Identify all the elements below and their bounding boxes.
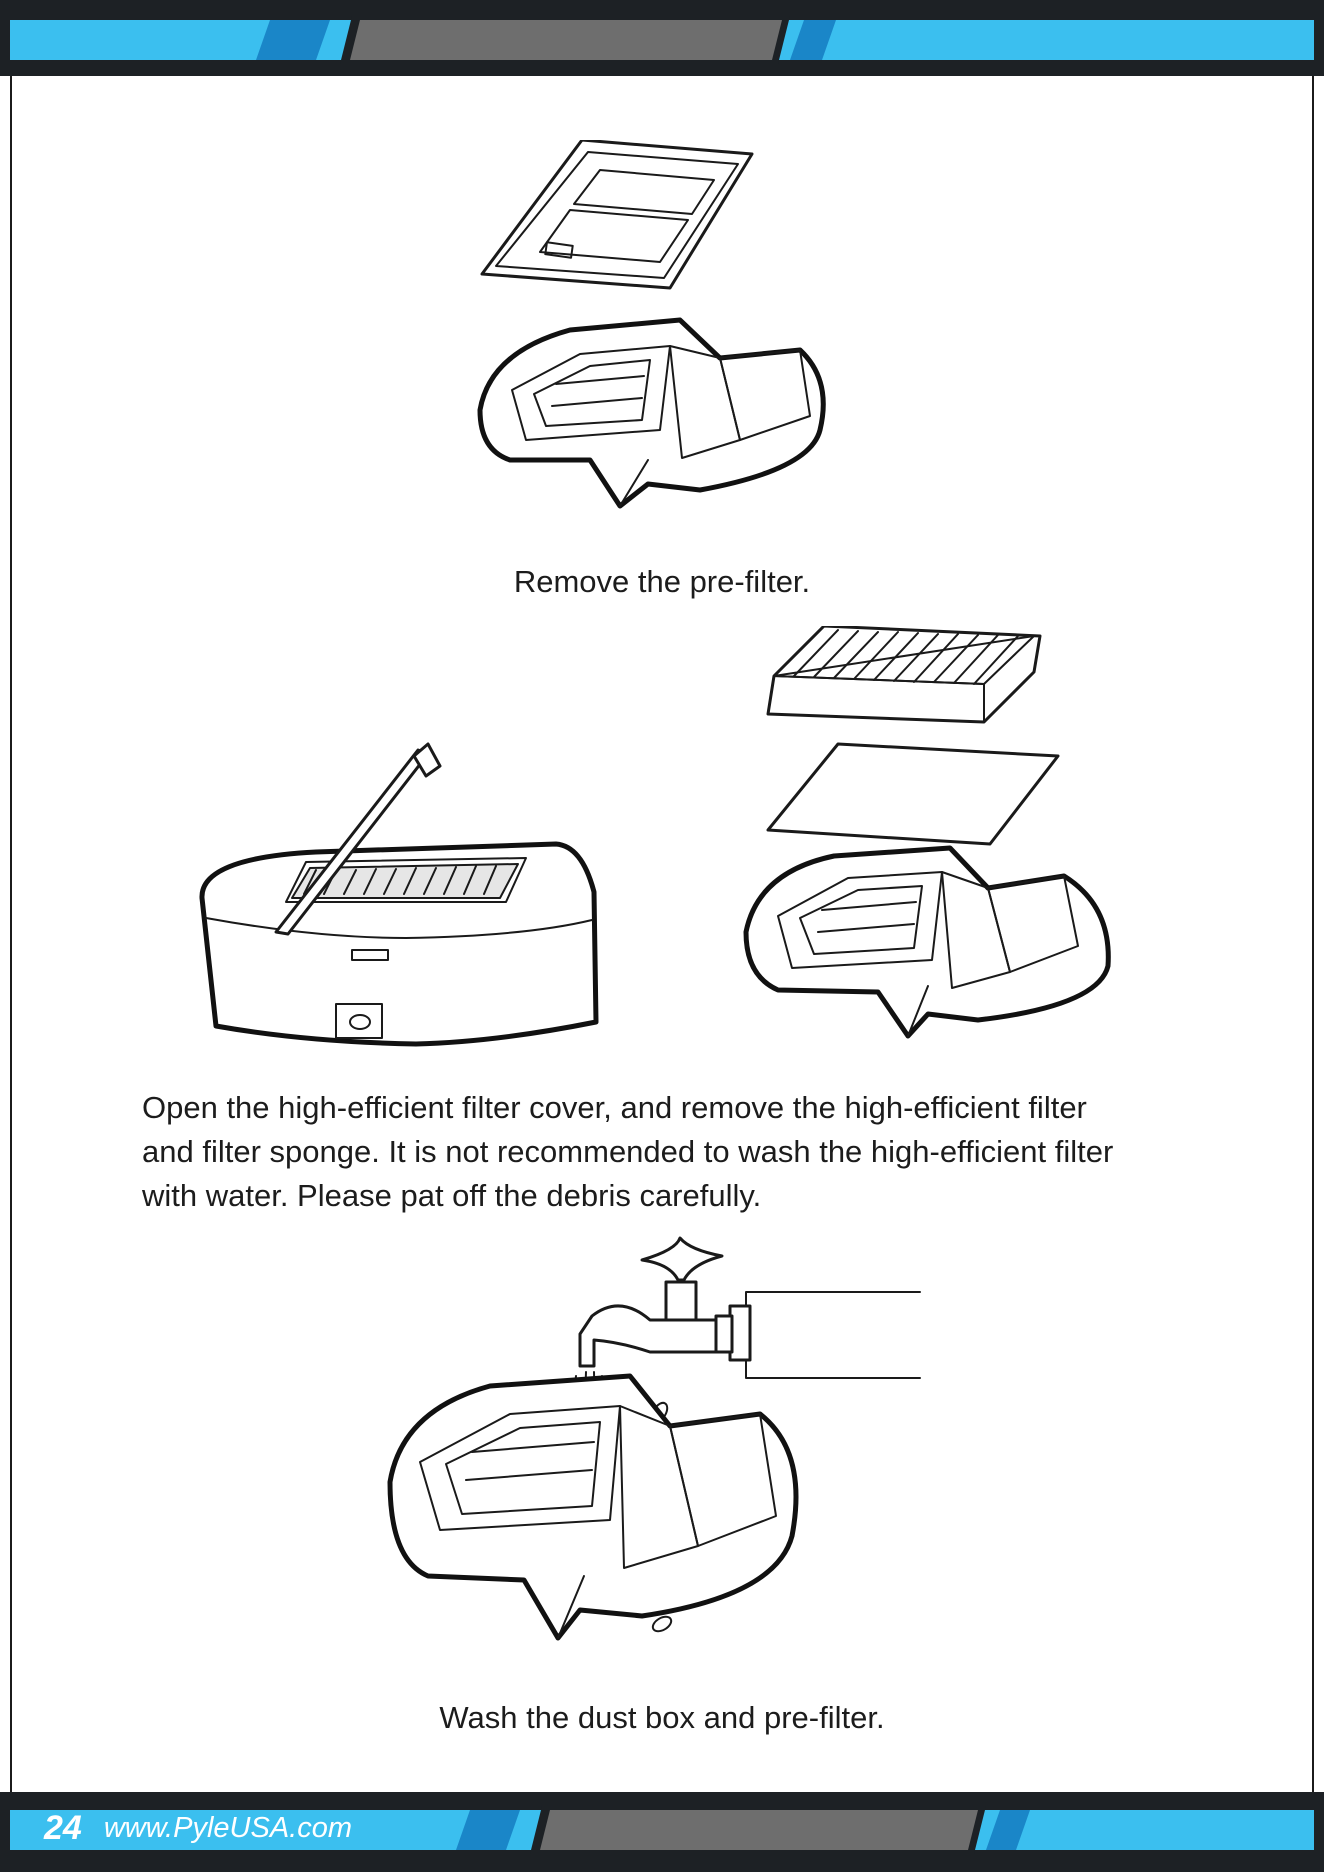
page-number: 24 (44, 1809, 82, 1848)
instruction-paragraph: Open the high-efficient filter cover, an… (142, 1086, 1222, 1218)
faucet-icon (580, 1238, 920, 1378)
instruction-line: with water. Please pat off the debris ca… (142, 1174, 1222, 1218)
hepa-filter-icon (768, 626, 1040, 722)
filter-sponge-icon (768, 744, 1058, 844)
instruction-line: and filter sponge. It is not recommended… (142, 1130, 1222, 1174)
footer: 24 www.PyleUSA.com (44, 1808, 352, 1848)
step-1-caption: Remove the pre-filter. (0, 564, 1324, 600)
header-band (0, 0, 1324, 76)
pre-filter-icon (482, 140, 752, 288)
step-3-caption: Wash the dust box and pre-filter. (0, 1700, 1324, 1736)
dust-box-icon (480, 320, 823, 506)
dust-box-icon (746, 848, 1108, 1036)
filter-cover-open-illustration (196, 742, 606, 1052)
filter-sponge-removed-illustration (738, 626, 1118, 1066)
pre-filter-removal-illustration (470, 140, 850, 560)
instruction-line: Open the high-efficient filter cover, an… (142, 1086, 1222, 1130)
wash-dust-box-illustration (380, 1236, 940, 1676)
footer-url-link[interactable]: www.PyleUSA.com (104, 1812, 352, 1845)
dust-box-icon (390, 1376, 796, 1638)
